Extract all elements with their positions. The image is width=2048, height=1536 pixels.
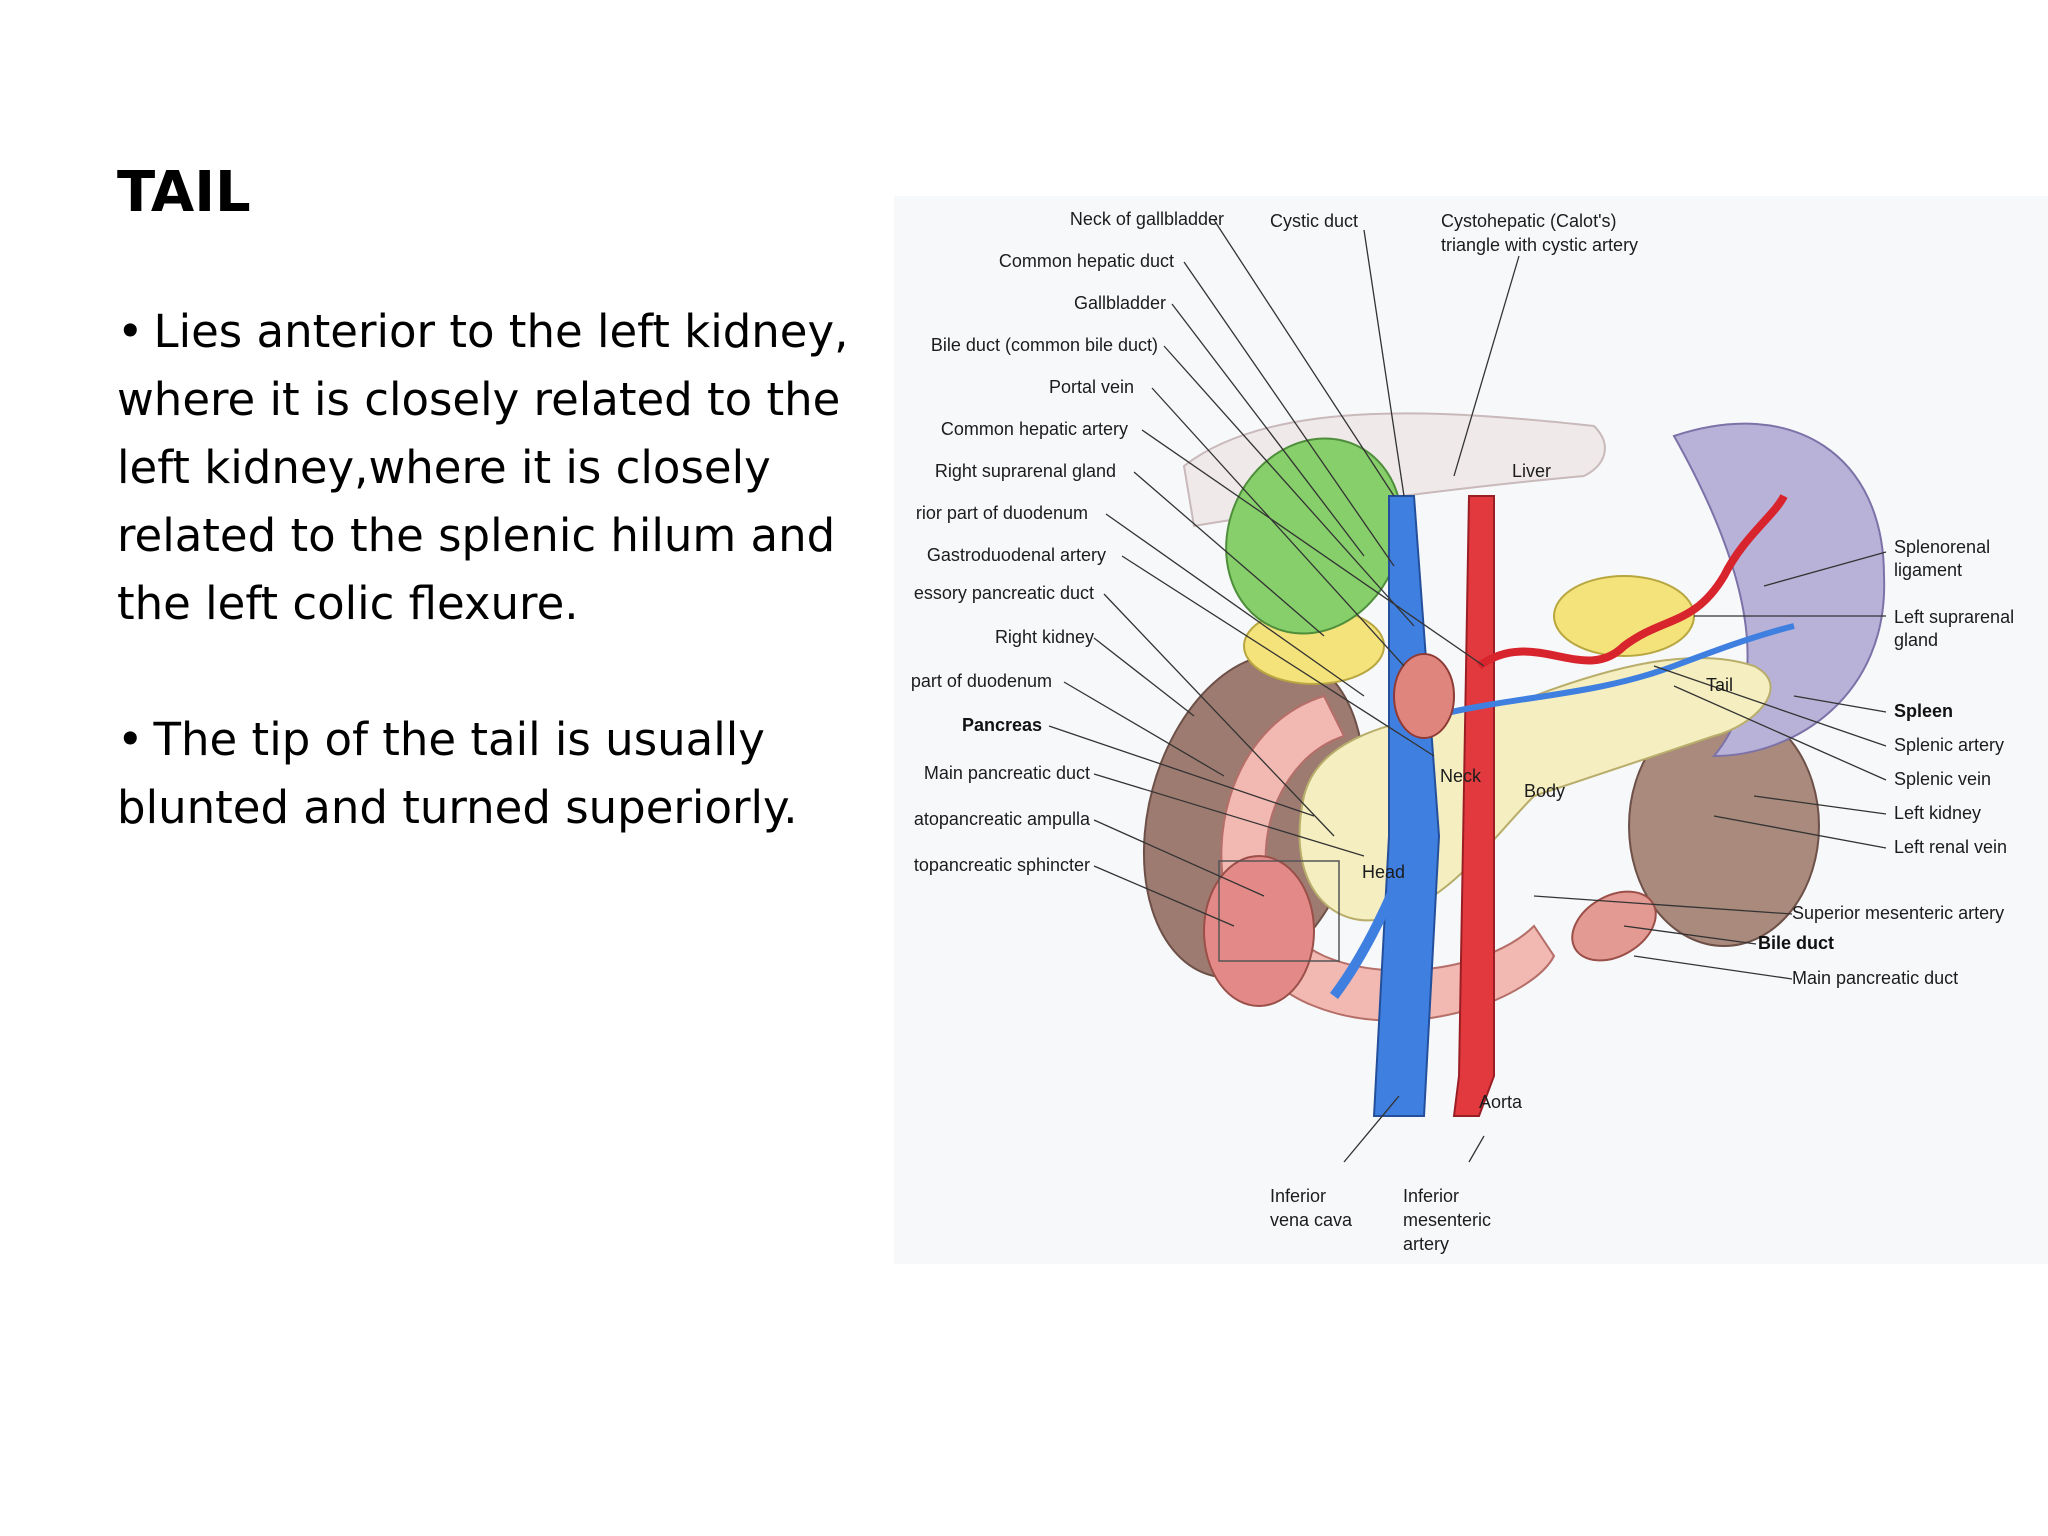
right-leader-lines	[1533, 551, 1887, 980]
bullet-item: •The tip of the tail is usually blunted …	[117, 706, 877, 842]
label-cystohepatic-line1: Cystohepatic (Calot's)	[1441, 211, 1617, 231]
label-portal-vein: Portal vein	[1049, 377, 1134, 397]
label-aorta: Aorta	[1479, 1092, 1523, 1112]
label-superior-mesenteric-artery: Superior mesenteric artery	[1792, 903, 2004, 923]
label-hepatopancreatic-sphincter: topancreatic sphincter	[914, 855, 1090, 875]
bullet-text: Lies anterior to the left kidney, where …	[117, 305, 849, 630]
anatomy-illustration: Neck of gallbladder Common hepatic duct …	[894, 196, 2048, 1264]
slide-title: TAIL	[117, 160, 251, 225]
bottom-leader-lines	[1343, 1095, 1485, 1163]
label-ima-line2: mesenteric	[1403, 1210, 1491, 1230]
splenic-vein-shape	[1433, 623, 1795, 719]
label-liver: Liver	[1512, 461, 1551, 481]
smv-shape	[1329, 834, 1419, 999]
label-tail: Tail	[1706, 675, 1733, 695]
label-part-of-duodenum: part of duodenum	[911, 671, 1052, 691]
label-ima-line3: artery	[1403, 1234, 1449, 1254]
bullet-glyph: •	[117, 713, 144, 766]
label-splenorenal-line1: Splenorenal	[1894, 537, 1990, 557]
label-left-kidney: Left kidney	[1894, 803, 1981, 823]
label-splenorenal-line2: ligament	[1894, 560, 1962, 580]
label-cystohepatic-line2: triangle with cystic artery	[1441, 235, 1638, 255]
label-bile-duct-common: Bile duct (common bile duct)	[931, 335, 1158, 355]
label-pancreas: Pancreas	[962, 715, 1042, 735]
label-left-renal-vein: Left renal vein	[1894, 837, 2007, 857]
ampulla-section	[1203, 855, 1315, 1007]
label-splenic-vein: Splenic vein	[1894, 769, 1991, 789]
label-ivc-line1: Inferior	[1270, 1186, 1326, 1206]
label-hepatopancreatic-ampulla: atopancreatic ampulla	[914, 809, 1091, 829]
label-superior-part-of-duodenum: rior part of duodenum	[916, 503, 1088, 523]
bullet-list: •Lies anterior to the left kidney, where…	[117, 298, 877, 910]
label-head: Head	[1362, 862, 1405, 882]
pancreas-anatomy-diagram: Neck of gallbladder Common hepatic duct …	[894, 196, 2048, 1264]
spleen-shape	[1672, 422, 1886, 758]
label-common-hepatic-artery: Common hepatic artery	[941, 419, 1128, 439]
bullet-text: The tip of the tail is usually blunted a…	[117, 713, 798, 834]
label-right-kidney: Right kidney	[995, 627, 1094, 647]
label-spleen: Spleen	[1894, 701, 1953, 721]
label-left-suprarenal-line2: gland	[1894, 630, 1938, 650]
label-main-pancreatic-duct-left: Main pancreatic duct	[924, 763, 1090, 783]
label-ima-line1: Inferior	[1403, 1186, 1459, 1206]
label-accessory-pancreatic-duct: essory pancreatic duct	[914, 583, 1094, 603]
bullet-item: •Lies anterior to the left kidney, where…	[117, 298, 877, 638]
ampulla-inset-box	[1218, 860, 1340, 962]
label-gallbladder: Gallbladder	[1074, 293, 1166, 313]
label-right-suprarenal-gland: Right suprarenal gland	[935, 461, 1116, 481]
label-common-hepatic-duct: Common hepatic duct	[999, 251, 1174, 271]
left-leader-lines	[1048, 219, 1485, 927]
aorta-shape	[1452, 495, 1495, 1117]
bullet-glyph: •	[117, 305, 144, 358]
splenic-artery-shape	[1476, 494, 1788, 670]
bile-duct-section	[1393, 653, 1455, 739]
label-cystic-duct: Cystic duct	[1270, 211, 1358, 231]
label-body: Body	[1524, 781, 1565, 801]
label-ivc-line2: vena cava	[1270, 1210, 1353, 1230]
label-splenic-artery: Splenic artery	[1894, 735, 2004, 755]
label-neck: Neck	[1440, 766, 1482, 786]
label-gastroduodenal-artery: Gastroduodenal artery	[927, 545, 1106, 565]
label-neck-of-gallbladder: Neck of gallbladder	[1070, 209, 1224, 229]
label-main-pancreatic-duct-right: Main pancreatic duct	[1792, 968, 1958, 988]
label-left-suprarenal-line1: Left suprarenal	[1894, 607, 2014, 627]
label-bile-duct-right: Bile duct	[1758, 933, 1834, 953]
top-leader-lines	[1363, 229, 1520, 497]
